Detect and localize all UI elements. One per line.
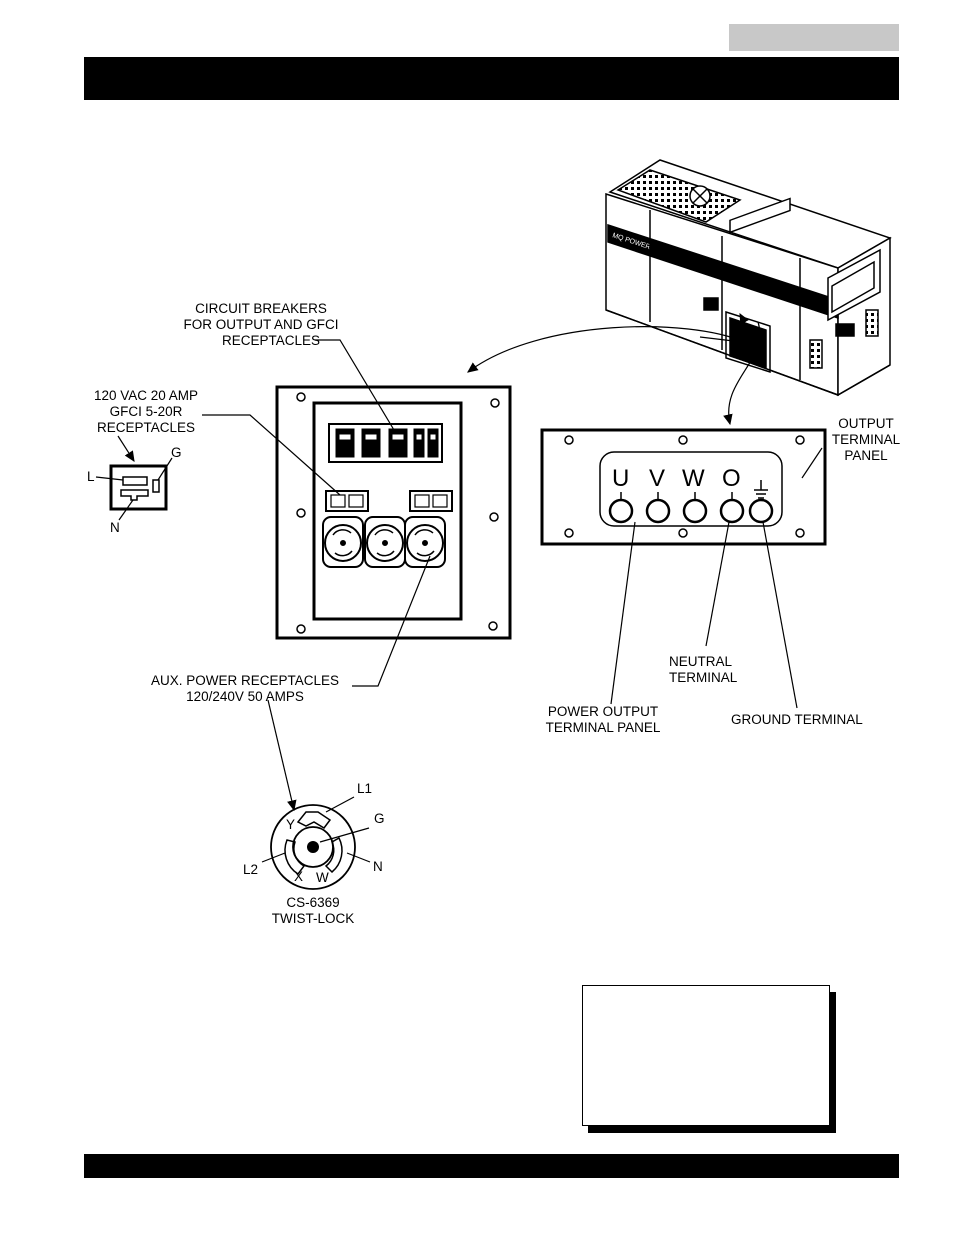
- twistlock-pin-l1: L1: [357, 781, 372, 797]
- circuit-breakers-label: CIRCUIT BREAKERS FOR OUTPUT AND GFCI REC…: [176, 301, 346, 349]
- generator-illustration: MQ POWER: [606, 160, 890, 395]
- twistlock-label: CS-6369 TWIST-LOCK: [255, 895, 371, 927]
- arrow-to-twistlock: [268, 700, 294, 810]
- gfci-outlet-diagram: [96, 458, 172, 520]
- terminal-w-label: W: [682, 465, 705, 492]
- terminal-v-label: V: [649, 465, 665, 492]
- leader-gfci: [202, 415, 340, 495]
- ground-terminal-label: GROUND TERMINAL: [731, 712, 863, 728]
- power-output-panel-label: POWER OUTPUT TERMINAL PANEL: [536, 704, 670, 736]
- gfci-receptacles-label: 120 VAC 20 AMP GFCI 5-20R RECEPTACLES: [86, 388, 206, 436]
- gfci-pin-l: L: [87, 469, 95, 485]
- aux-receptacle-panel: [277, 387, 510, 638]
- terminal-letters: U V W O: [612, 465, 741, 492]
- twistlock-pin-y: Y: [286, 817, 295, 833]
- arrow-to-gfci-outlet: [118, 436, 134, 461]
- gfci-pin-n: N: [110, 520, 120, 536]
- neutral-terminal-label: NEUTRAL TERMINAL: [669, 654, 737, 686]
- leader-aux-power: [352, 556, 430, 686]
- twistlock-pin-w: W: [316, 870, 329, 886]
- aux-power-label: AUX. POWER RECEPTACLES 120/240V 50 AMPS: [140, 673, 350, 705]
- twistlock-pin-x: X: [294, 869, 303, 885]
- gfci-pin-g: G: [171, 445, 182, 461]
- twistlock-pin-g: G: [374, 811, 385, 827]
- twistlock-pin-n: N: [373, 859, 383, 875]
- terminal-u-label: U: [612, 465, 629, 492]
- leader-circuit-breakers: [315, 340, 394, 430]
- terminal-o-label: O: [722, 465, 741, 492]
- note-box: [582, 985, 830, 1126]
- output-terminal-panel-label: OUTPUT TERMINAL PANEL: [826, 416, 906, 464]
- twistlock-pin-l2: L2: [243, 862, 258, 878]
